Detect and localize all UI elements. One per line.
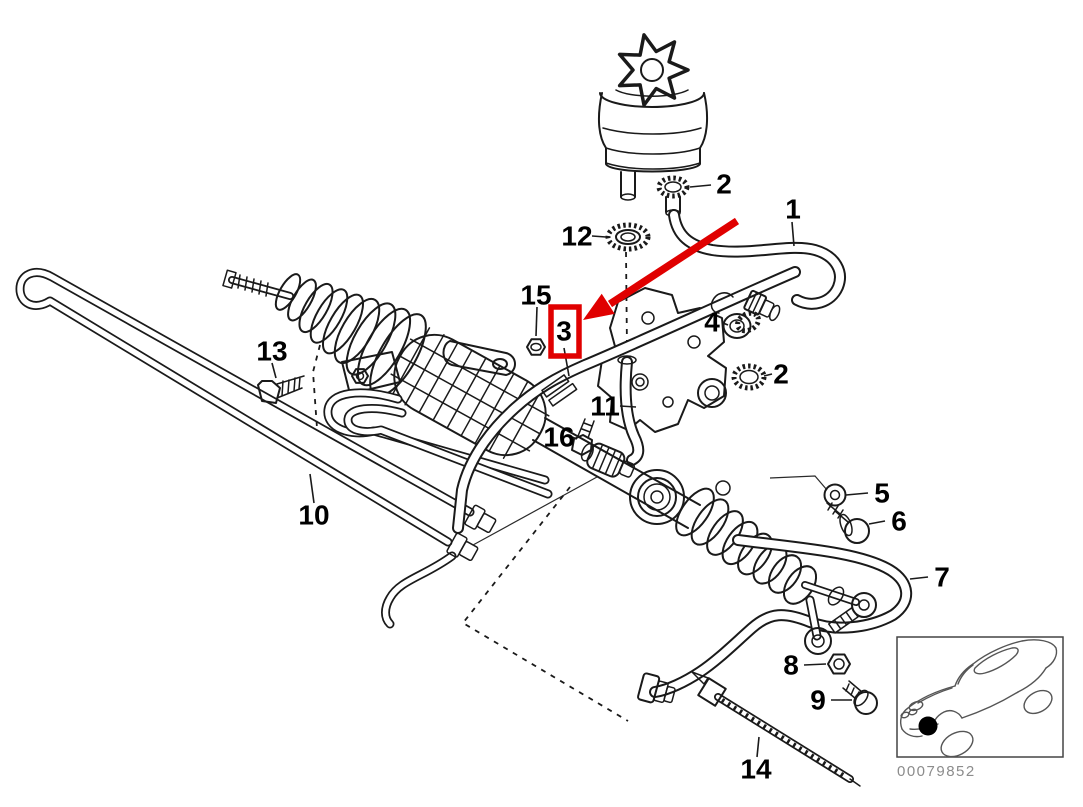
callout-10[interactable]: 10 [298,500,329,531]
cooler-fitting [446,532,479,562]
image-number: 00079852 [897,763,976,780]
callout-8[interactable]: 8 [783,650,799,681]
banjo-bracket [804,600,859,655]
callout-14[interactable]: 14 [740,754,772,785]
tie-rod-right [805,584,877,618]
callout-9[interactable]: 9 [810,685,826,716]
leader-2a [689,184,712,188]
location-marker-dot [918,716,938,736]
leader-6 [868,520,886,525]
leader-7 [909,576,929,580]
bracket-outline-dashed [312,344,321,429]
leader-14 [756,736,760,758]
leader-10 [309,473,315,504]
washer-5 [823,483,847,507]
leader-11 [619,405,637,408]
cooler-fitting [464,504,497,534]
bolt-13 [257,375,305,404]
fluid-reservoir [597,33,709,217]
washer-4 [710,292,752,339]
highlight-annotations [548,217,740,359]
hose-clamp-2-top [656,175,690,199]
callout-12[interactable]: 12 [561,221,592,252]
nut-15 [526,338,546,356]
bolt-16 [571,418,595,456]
bolt-6 [826,502,870,544]
bolt-9 [842,680,878,715]
callout-leaders [271,184,929,758]
highlight-box [548,304,582,359]
fluid-cooler-pipes [20,273,497,624]
nut-8 [827,653,851,675]
callout-3[interactable]: 3 [556,316,572,347]
highlight-arrow-shaft [607,217,740,308]
quick-connector [580,442,636,478]
return-hose-7 [637,540,906,704]
callout-2a[interactable]: 2 [716,169,732,200]
leader-13 [271,362,277,379]
callout-7[interactable]: 7 [934,562,950,593]
inset-frame [896,636,1064,758]
clamp-12 [605,222,651,252]
plug-fitting [743,289,781,322]
callout-11[interactable]: 11 [590,391,620,422]
guide-line-3 [472,476,598,546]
mounting-plate [442,340,516,376]
callout-6[interactable]: 6 [891,506,907,537]
callout-4[interactable]: 4 [704,307,720,338]
cable-tie-14 [691,671,861,787]
callout-1[interactable]: 1 [785,194,801,225]
suction-hose-11 [617,355,638,460]
leader-3 [563,347,570,377]
leader-16 [571,436,578,440]
callout-13[interactable]: 13 [256,336,287,367]
leader-5 [845,492,869,496]
highlight-arrow-head [583,293,615,320]
pump-pulley [629,469,685,525]
leader-2b [763,373,773,377]
leader-8 [803,663,827,666]
leader-1 [791,221,795,247]
leader-4 [722,322,729,326]
tie-rod-left [222,269,290,296]
leader-12 [591,235,607,238]
callout-2b[interactable]: 2 [773,359,789,390]
leader-15 [535,306,538,337]
callout-5[interactable]: 5 [874,478,890,509]
pipe-bracket [341,351,401,395]
pump-bracket [597,287,731,496]
assembly-dashed-line [625,251,628,351]
car-location-inset: 00079852 [896,636,1064,780]
callout-16[interactable]: 16 [543,422,574,453]
callout-15[interactable]: 15 [520,280,551,311]
steering-boot-left [274,273,427,397]
hose-clamp-2-mid [731,363,767,391]
floor-outline-dashed [461,486,629,722]
guide-line-5 [769,475,828,491]
